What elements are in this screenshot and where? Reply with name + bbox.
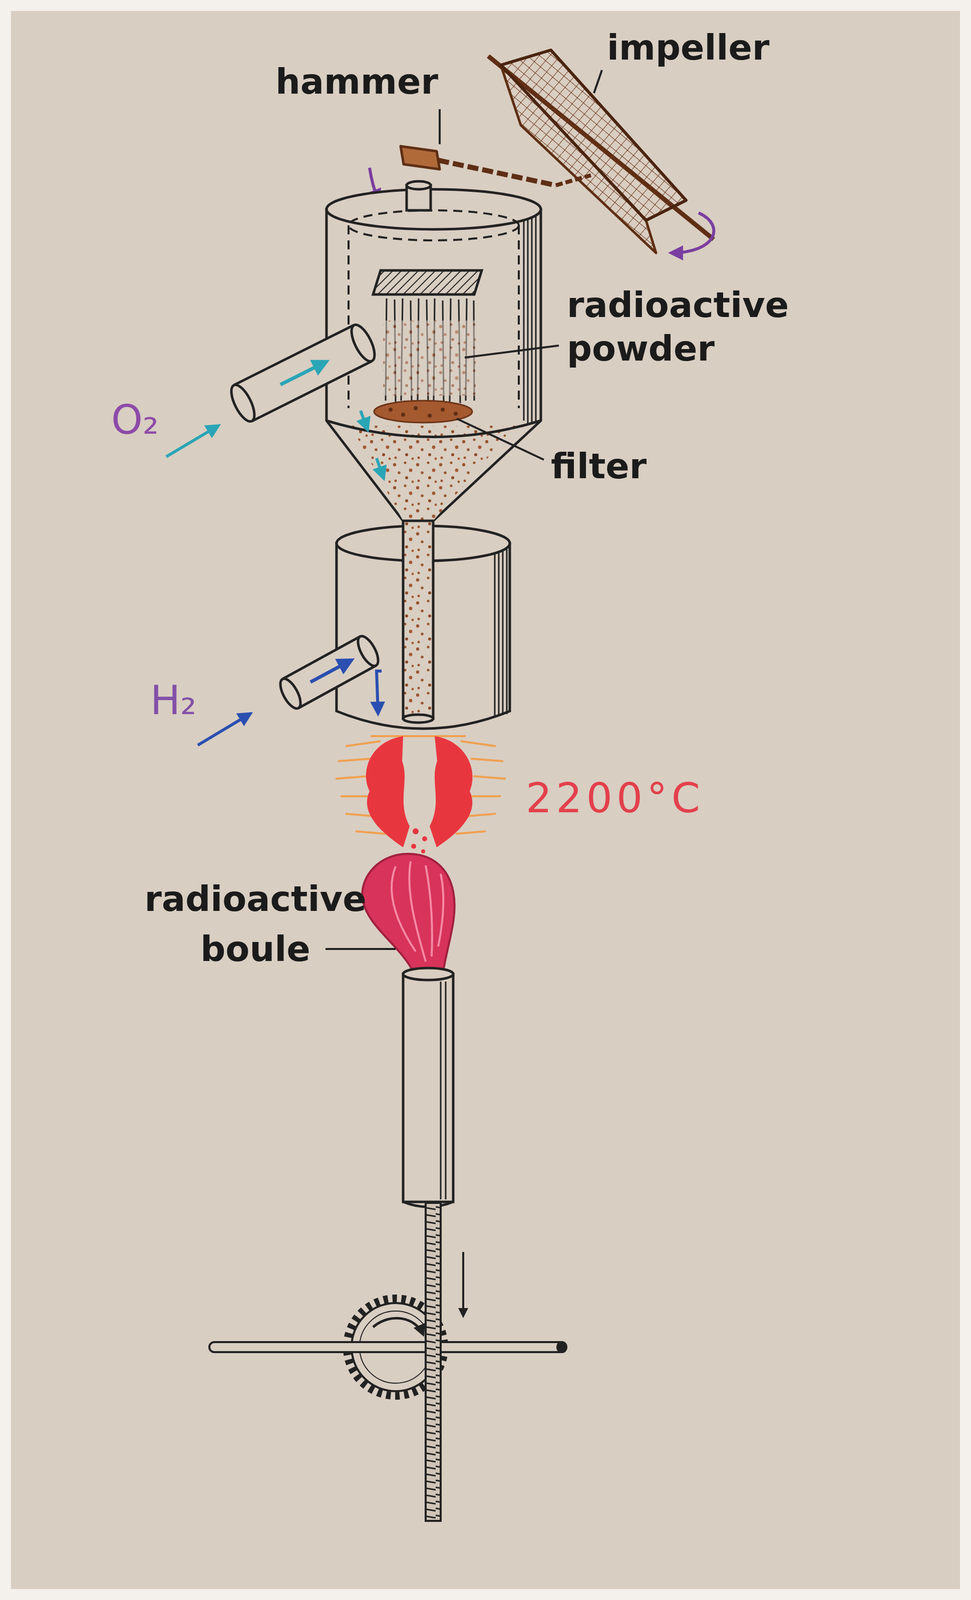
leader-line <box>593 70 602 94</box>
hammer-drawing <box>400 146 591 186</box>
rotation-arrow <box>671 212 715 253</box>
sieve-plate <box>373 270 482 295</box>
part-label: hammer <box>275 60 439 104</box>
leader-line <box>464 345 559 358</box>
hammer-head <box>400 146 440 170</box>
gas-flow-arrow <box>310 660 352 683</box>
gas-flow-arrow <box>197 713 251 746</box>
hydrogen-inlet <box>276 632 383 712</box>
threaded-rod <box>425 1202 441 1521</box>
temperature-label: 2200°C <box>525 776 705 820</box>
gas-flow-arrow <box>376 671 382 714</box>
gas-label: O₂ <box>111 398 159 442</box>
burner-chamber <box>336 520 510 729</box>
gas-flow-arrow <box>166 425 219 457</box>
falling-powder <box>350 425 516 521</box>
part-label: filter <box>550 444 647 489</box>
motion-arrow <box>462 1251 465 1317</box>
gas-flow-arrow <box>376 458 384 479</box>
part-label: radioactive powder <box>566 283 848 371</box>
gas-label: H₂ <box>150 678 197 723</box>
boule-drawing <box>362 853 455 972</box>
oxygen-inlet <box>226 321 380 425</box>
powder-tube <box>403 520 434 719</box>
leader-line <box>456 418 544 460</box>
part-label: radioactive boule <box>130 873 381 975</box>
leader-line <box>325 947 396 950</box>
gas-flow-arrow <box>360 410 368 430</box>
axle <box>209 1342 567 1353</box>
flame-lobe <box>366 736 410 848</box>
flame <box>335 736 506 854</box>
gas-flow-arrow <box>280 361 327 385</box>
hammer-linkage <box>438 160 556 186</box>
leader-line <box>438 109 441 145</box>
flame-halo <box>335 736 506 834</box>
pedestal <box>403 967 454 1207</box>
flame-lobe <box>429 736 473 848</box>
part-label: impeller <box>606 26 770 70</box>
